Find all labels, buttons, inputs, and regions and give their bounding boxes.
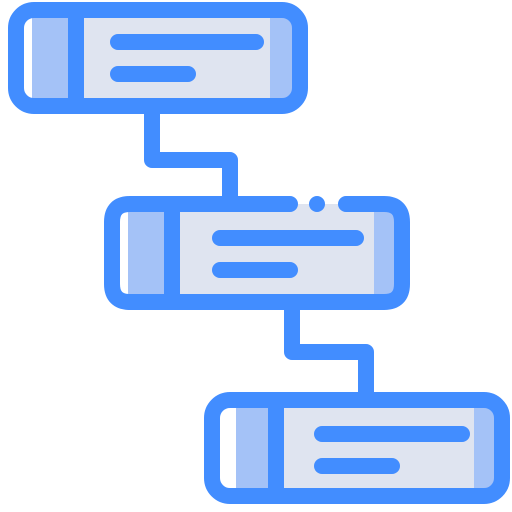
connector-top-middle — [144, 104, 238, 208]
node-bottom-outline — [204, 392, 510, 504]
node-middle-left-band — [126, 212, 170, 294]
node-middle — [104, 196, 410, 310]
node-bottom-right-band — [474, 408, 494, 488]
node-bottom — [204, 392, 510, 504]
node-top-outline — [8, 2, 308, 114]
node-bottom-body — [212, 400, 502, 496]
node-middle-dot — [309, 196, 325, 212]
node-middle-body — [112, 204, 402, 302]
connector-middle-bottom — [284, 302, 374, 404]
node-middle-right-band — [374, 212, 394, 294]
node-top-right-band — [270, 18, 292, 98]
node-bottom-left-band — [236, 408, 274, 488]
node-middle-outline — [104, 196, 410, 310]
node-top — [8, 2, 308, 114]
